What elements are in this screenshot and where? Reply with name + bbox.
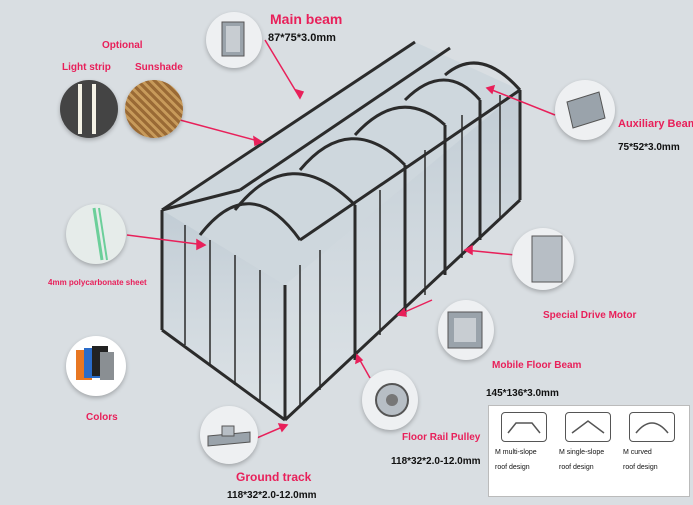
ground-track-size: 118*32*2.0-12.0mm: [227, 490, 317, 501]
floor-beam-icon: [438, 300, 494, 360]
drive-motor-label: Special Drive Motor: [543, 310, 637, 321]
drive-motor-icon: [512, 228, 574, 290]
roof-design-single-slope: M single-slope roof design: [559, 412, 617, 472]
auxiliary-beam-size: 75*52*3.0mm: [618, 142, 680, 153]
light-strip-label: Light strip: [62, 62, 111, 73]
roof-shape-single-icon: [565, 412, 611, 442]
auxiliary-beam-icon: [555, 80, 615, 140]
ground-track-label: Ground track: [236, 470, 312, 484]
floor-beam-size: 145*136*3.0mm: [486, 388, 559, 399]
pulley-icon: [362, 370, 418, 430]
ground-track-icon: [200, 406, 258, 464]
roof-caption-curved-2: roof design: [623, 464, 658, 471]
auxiliary-beam-label: Auxiliary Beam: [618, 118, 693, 130]
roof-design-multi-slope: M multi-slope roof design: [495, 412, 553, 472]
main-beam-label: Main beam: [270, 11, 343, 27]
colors-label: Colors: [86, 412, 118, 423]
roof-shape-multi-icon: [501, 412, 547, 442]
main-beam-size: 87*75*3.0mm: [268, 32, 336, 44]
pulley-size: 118*32*2.0-12.0mm: [391, 456, 481, 467]
roof-caption-single-2: roof design: [559, 464, 594, 471]
polycarbonate-icon: [66, 204, 126, 264]
front-end-glass: [162, 210, 285, 420]
roof-design-legend: M multi-slope roof design M single-slope…: [488, 405, 690, 497]
roof-caption-curved-1: M curved: [623, 449, 652, 456]
roof-design-curved: M curved roof design: [623, 412, 681, 472]
floor-beam-label: Mobile Floor Beam: [492, 360, 582, 371]
roof-shape-curved-icon: [629, 412, 675, 442]
roof-caption-single-1: M single-slope: [559, 449, 605, 456]
roof-glass: [162, 42, 520, 285]
pulley-label: Floor Rail Pulley: [402, 432, 481, 443]
polycarbonate-label: 4mm polycarbonate sheet: [48, 278, 147, 287]
sunshade-icon: [125, 80, 183, 138]
frame-lines: [160, 40, 522, 422]
sunshade-label: Sunshade: [135, 62, 183, 73]
light-strip-icon: [60, 80, 118, 138]
color-swatches-icon: [66, 336, 126, 396]
roof-caption-multi-2: roof design: [495, 464, 530, 471]
optional-label: Optional: [102, 40, 143, 51]
roof-caption-multi-1: M multi-slope: [495, 449, 537, 456]
main-beam-icon: [206, 12, 262, 68]
